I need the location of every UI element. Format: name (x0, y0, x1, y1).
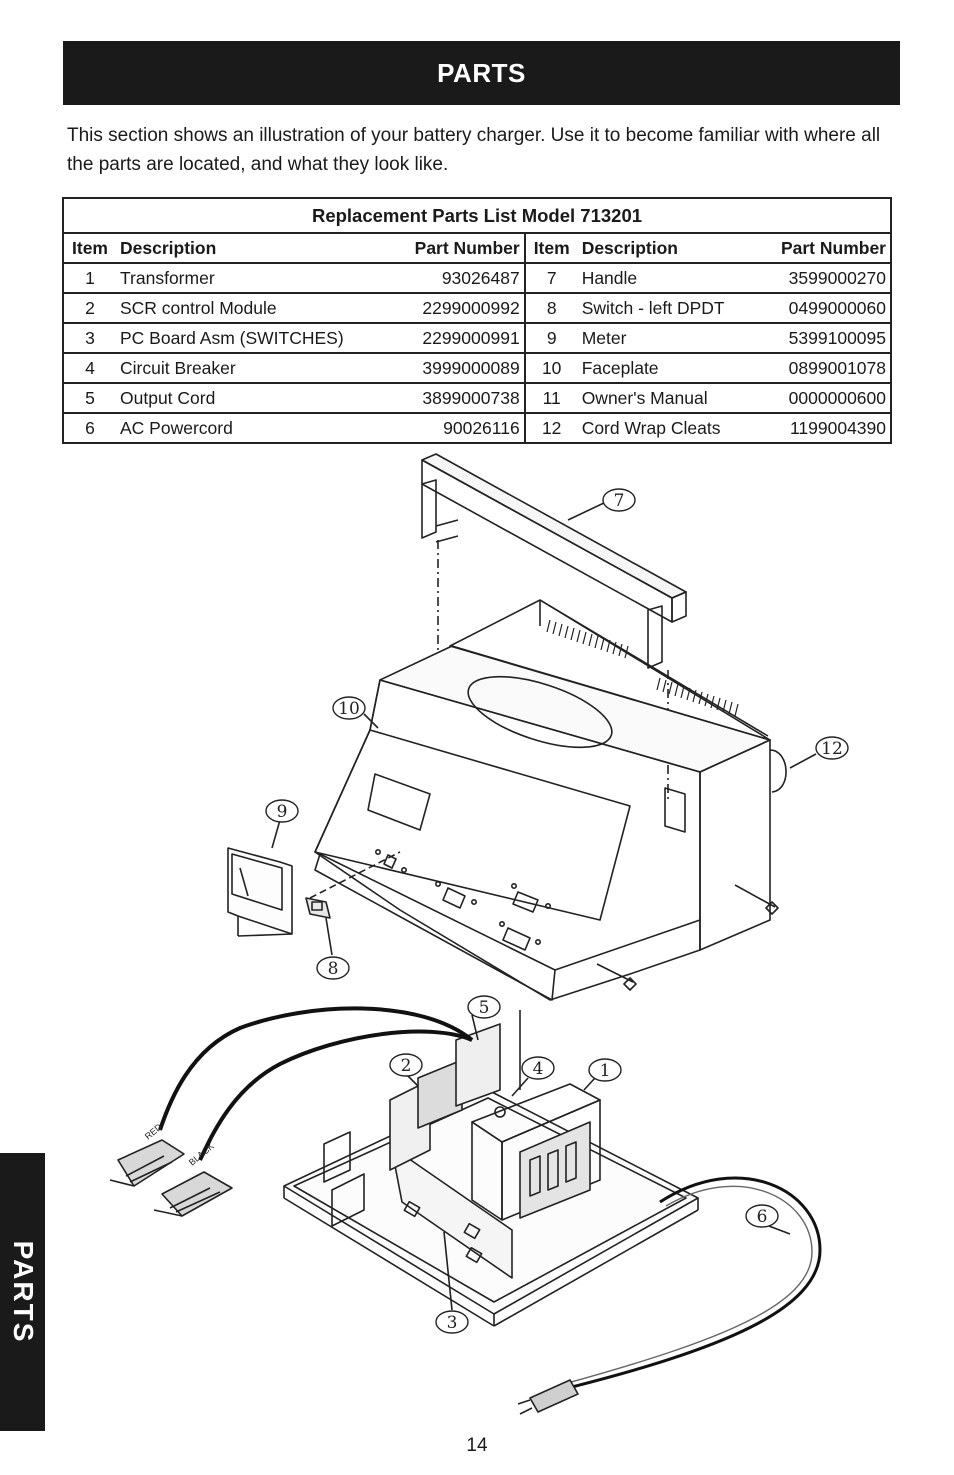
item-description: Meter (577, 323, 757, 354)
table-row: 2 SCR control Module 2299000992 8 Switch… (62, 293, 892, 324)
header-part-number: Part Number (756, 233, 892, 264)
item-description: SCR control Module (116, 293, 390, 324)
callout-9-circle (265, 799, 299, 823)
callout-6-circle (745, 1204, 779, 1228)
section-title: PARTS (437, 57, 526, 88)
item-number: 3 (62, 323, 116, 354)
callout-5-circle (467, 995, 501, 1019)
item-description: Output Cord (116, 383, 390, 414)
item-number: 1 (62, 263, 116, 294)
callout-10-circle (332, 696, 366, 720)
item-description: AC Powercord (116, 413, 390, 444)
item-part-number: 0000000600 (756, 383, 892, 414)
table-row: 5 Output Cord 3899000738 11 Owner's Manu… (62, 383, 892, 414)
side-tab-label: PARTS (7, 1240, 39, 1344)
ac-powercord-drawing (517, 1176, 822, 1415)
table-caption: Replacement Parts List Model 713201 (62, 197, 892, 234)
table-row: 1 Transformer 93026487 7 Handle 35990002… (62, 263, 892, 294)
meter-drawing (227, 847, 293, 937)
item-part-number: 93026487 (389, 263, 526, 294)
callout-4-circle (521, 1056, 555, 1080)
item-part-number: 5399100095 (756, 323, 892, 354)
item-part-number: 90026116 (389, 413, 526, 444)
table-row: 4 Circuit Breaker 3999000089 10 Faceplat… (62, 353, 892, 384)
header-description: Description (116, 233, 390, 264)
item-description: Owner's Manual (577, 383, 757, 414)
item-number: 8 (524, 293, 578, 324)
item-part-number: 0899001078 (756, 353, 892, 384)
black-wire-label: BLACK (187, 1141, 216, 1168)
callout-1-label: 1 (600, 1061, 611, 1081)
item-number: 5 (62, 383, 116, 414)
item-description: Faceplate (577, 353, 757, 384)
callout-5-label: 5 (479, 998, 490, 1018)
item-description: Handle (577, 263, 757, 294)
item-description: Cord Wrap Cleats (577, 413, 757, 444)
item-part-number: 3999000089 (389, 353, 526, 384)
item-part-number: 3899000738 (389, 383, 526, 414)
output-cord-drawing (109, 1006, 474, 1217)
exploded-parts-diagram: 7 10 12 9 8 5 2 4 1 6 3 RED BLACK (109, 453, 849, 1415)
table-row: 3 PC Board Asm (SWITCHES) 2299000991 9 M… (62, 323, 892, 354)
table-header-row: Item Description Part Number Item Descri… (62, 233, 892, 264)
callout-3-label: 3 (447, 1313, 458, 1333)
callout-4-label: 4 (533, 1059, 544, 1079)
callout-10-label: 10 (338, 699, 360, 719)
side-tab: PARTS (0, 1153, 45, 1431)
page-number: 14 (466, 1435, 488, 1456)
switch-drawing (305, 897, 331, 919)
item-part-number: 2299000991 (389, 323, 526, 354)
item-description: Transformer (116, 263, 390, 294)
item-number: 2 (62, 293, 116, 324)
callout-6-label: 6 (757, 1207, 768, 1227)
header-description: Description (577, 233, 757, 264)
callout-8-label: 8 (328, 959, 339, 979)
table-row: 6 AC Powercord 90026116 12 Cord Wrap Cle… (62, 413, 892, 444)
callout-12-label: 12 (821, 739, 843, 759)
callout-3-circle (435, 1310, 469, 1334)
header-item: Item (524, 233, 578, 264)
item-part-number: 2299000992 (389, 293, 526, 324)
item-description: Circuit Breaker (116, 353, 390, 384)
callout-2-circle (389, 1053, 423, 1077)
item-part-number: 0499000060 (756, 293, 892, 324)
callout-8-circle (316, 956, 350, 980)
item-number: 12 (524, 413, 578, 444)
callout-9-label: 9 (277, 802, 288, 822)
parts-table: Replacement Parts List Model 713201 Item… (62, 197, 892, 444)
item-number: 11 (524, 383, 578, 414)
item-number: 6 (62, 413, 116, 444)
callout-1-circle (588, 1058, 622, 1082)
item-part-number: 1199004390 (756, 413, 892, 444)
item-description: Switch - left DPDT (577, 293, 757, 324)
chassis-base-drawing (283, 1010, 699, 1327)
callout-7-label: 7 (614, 491, 625, 511)
handle-drawing (421, 453, 687, 669)
header-item: Item (62, 233, 116, 264)
charger-housing-drawing (314, 599, 787, 1001)
item-number: 7 (524, 263, 578, 294)
item-part-number: 3599000270 (756, 263, 892, 294)
header-part-number: Part Number (389, 233, 526, 264)
item-number: 9 (524, 323, 578, 354)
callout-2-label: 2 (401, 1056, 412, 1076)
item-description: PC Board Asm (SWITCHES) (116, 323, 390, 354)
item-number: 4 (62, 353, 116, 384)
item-number: 10 (524, 353, 578, 384)
callout-12-circle (815, 736, 849, 760)
callout-7-circle (602, 488, 636, 512)
section-header: PARTS (63, 41, 900, 105)
intro-paragraph: This section shows an illustration of yo… (67, 125, 881, 175)
